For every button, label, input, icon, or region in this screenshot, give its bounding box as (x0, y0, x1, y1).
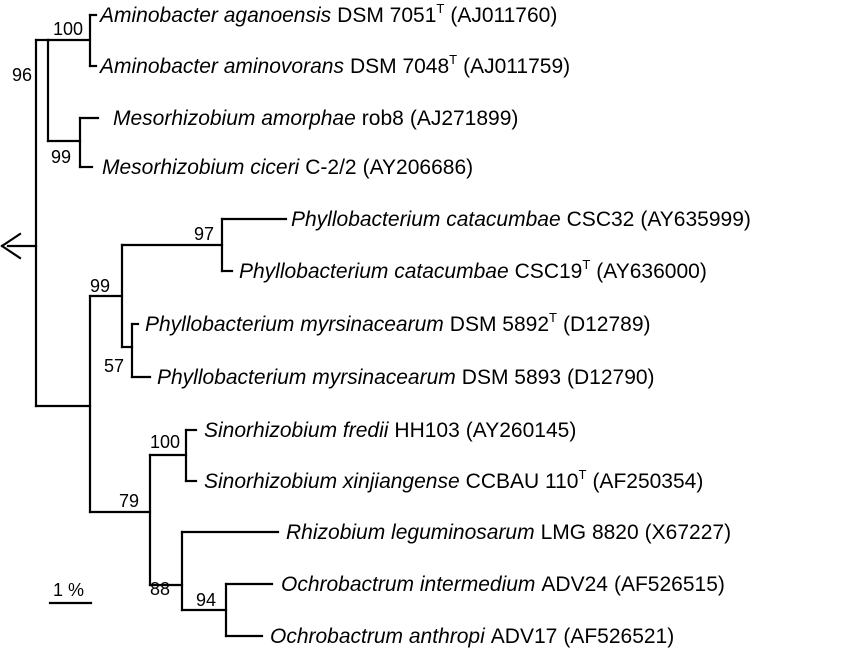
taxon-label: Rhizobium leguminosarum LMG 8820 (X67227) (286, 521, 731, 544)
species-name: Aminobacter aganoensis (98, 4, 332, 27)
species-name: Rhizobium leguminosarum (286, 521, 535, 544)
accession-number: (AY260145) (466, 419, 577, 442)
type-strain-mark: T (578, 467, 586, 482)
bootstrap-aminobacter-mesorhizobium: 96 (12, 65, 32, 85)
type-strain-mark: T (549, 310, 557, 325)
accession-number: (AF526515) (614, 573, 725, 596)
strain-name: CSC32 (567, 208, 635, 231)
taxon-label: Sinorhizobium xinjiangense CCBAU 110T (AF2… (204, 467, 703, 493)
strain-name: DSM 7048 (350, 55, 449, 78)
species-name: Phyllobacterium catacumbae (239, 260, 509, 283)
bootstrap-sinorhizobium: 100 (150, 432, 180, 452)
scale-bar-label: 1 % (53, 580, 84, 600)
accession-number: (AY206686) (363, 156, 474, 179)
accession-number: (AF250354) (592, 470, 703, 493)
bootstrap-catacumbae: 97 (194, 224, 214, 244)
species-name: Mesorhizobium amorphae (113, 107, 356, 130)
strain-name: DSM 5892 (450, 313, 549, 336)
bootstrap-values: 100 96 99 99 97 57 100 79 88 94 (12, 19, 216, 610)
species-name: Mesorhizobium ciceri (102, 156, 301, 179)
strain-name: ADV24 (541, 573, 608, 596)
accession-number: (AY636000) (596, 260, 707, 283)
accession-number: (AJ011759) (463, 55, 570, 78)
bootstrap-myrsinacearum: 57 (104, 356, 124, 376)
bootstrap-mesorhizobium: 99 (51, 147, 71, 167)
accession-number: (AJ271899) (410, 107, 519, 130)
accession-number: (AJ011760) (450, 4, 557, 27)
taxon-label: Aminobacter aminovorans DSM 7048T (AJ01175… (98, 52, 570, 78)
species-name: Aminobacter aminovorans (98, 55, 344, 78)
type-strain-mark: T (449, 52, 457, 67)
species-name: Ochrobactrum anthropi (270, 625, 486, 648)
strain-name: HH103 (394, 419, 459, 442)
strain-name: LMG 8820 (541, 521, 639, 544)
strain-name: rob8 (362, 107, 404, 130)
taxon-label: Phyllobacterium catacumbae CSC32(AY635999… (291, 208, 751, 231)
species-name: Phyllobacterium myrsinacearum (157, 366, 456, 389)
accession-number: (D12790) (567, 366, 655, 389)
species-name: Sinorhizobium fredii (204, 419, 390, 442)
accession-number: (X67227) (645, 521, 731, 544)
strain-name: CSC19 (515, 260, 583, 283)
species-name: Phyllobacterium myrsinacearum (145, 313, 444, 336)
species-name: Phyllobacterium catacumbae (291, 208, 561, 231)
accession-number: (AY635999) (640, 208, 751, 231)
type-strain-mark: T (436, 1, 444, 16)
strain-name: C-2/2 (305, 156, 356, 179)
taxon-label: Phyllobacterium catacumbae CSC19T (AY63600… (239, 257, 707, 283)
taxon-label: Ochrobactrum intermedium ADV24 (AF526515) (281, 573, 725, 596)
type-strain-mark: T (582, 257, 590, 272)
accession-number: (D12789) (563, 313, 651, 336)
bootstrap-rhizobiales-lower: 79 (119, 491, 139, 511)
taxon-label: Mesorhizobium amorphae rob8 (AJ271899) (113, 107, 518, 130)
strain-name: DSM 5893 (462, 366, 561, 389)
strain-name: ADV17 (491, 625, 558, 648)
tree-branches (6, 13, 288, 638)
scale-bar: 1 % (48, 580, 93, 605)
bootstrap-phyllobacterium: 99 (90, 276, 110, 296)
taxon-label: Phyllobacterium myrsinacearum DSM 5892T (D… (145, 310, 651, 336)
taxon-label: Phyllobacterium myrsinacearum DSM 5893 (D1… (157, 366, 655, 389)
bootstrap-rhizobium-ochrobactrum: 88 (150, 579, 170, 599)
accession-number: (AF526521) (563, 625, 674, 648)
strain-name: CCBAU 110 (466, 470, 579, 493)
bootstrap-ochrobactrum: 94 (196, 590, 216, 610)
bootstrap-aminobacter: 100 (53, 19, 83, 39)
species-name: Sinorhizobium xinjiangense (204, 470, 460, 493)
strain-name: DSM 7051 (337, 4, 436, 27)
left-arrow-icon (0, 232, 22, 260)
species-name: Ochrobactrum intermedium (281, 573, 535, 596)
